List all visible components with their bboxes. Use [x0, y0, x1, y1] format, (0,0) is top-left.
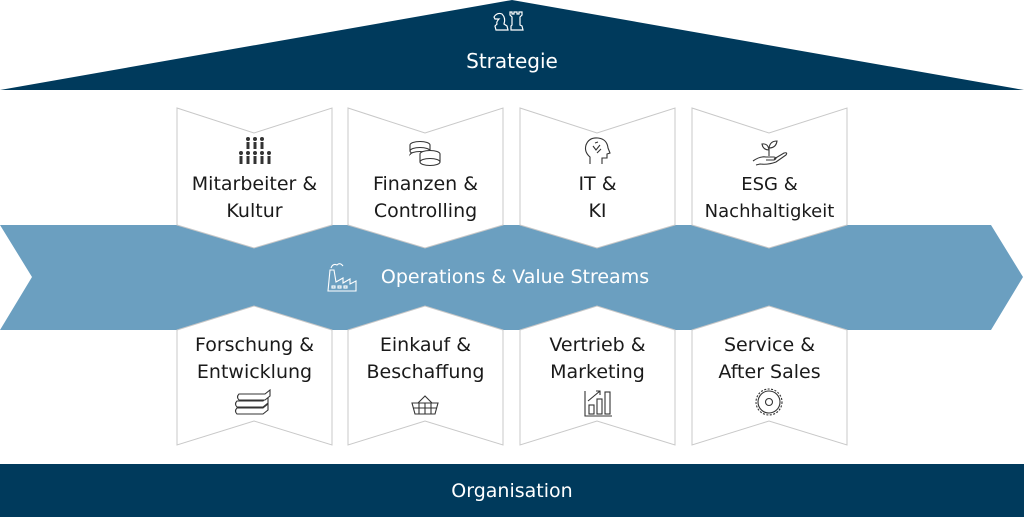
value-stream-arrow [0, 225, 1023, 330]
pillar-label-bottom-2[interactable]: Einkauf &Beschaffung [366, 334, 485, 383]
roof-label: Strategie [466, 49, 558, 73]
pillar-card-top-1[interactable] [176, 107, 333, 249]
pillar-card-bottom-1[interactable] [176, 305, 333, 446]
value-stream-label: Operations & Value Streams [380, 266, 650, 288]
foundation-label: Organisation [451, 480, 573, 502]
pillar-card-top-4[interactable] [691, 107, 848, 249]
pillar-label-bottom-1[interactable]: Forschung &Entwicklung [194, 334, 315, 383]
pillar-card-bottom-3[interactable] [519, 305, 676, 446]
pillar-label-top-3[interactable]: IT &KI [578, 173, 617, 222]
pillar-label-top-1[interactable]: Mitarbeiter &Kultur [191, 173, 318, 222]
growth-chart-icon [584, 390, 612, 417]
pillar-label-top-2[interactable]: Finanzen &Controlling [372, 173, 479, 222]
people-group-icon [239, 137, 271, 164]
roof-strategie [0, 0, 1024, 90]
pillar-card-top-2[interactable] [347, 107, 504, 249]
coins-icon [409, 140, 441, 167]
plant-hand-icon [752, 140, 788, 166]
gear-icon [755, 388, 783, 416]
pillar-label-bottom-3[interactable]: Vertrieb &Marketing [549, 334, 646, 383]
books-icon [234, 388, 271, 415]
factory-icon [327, 263, 357, 292]
pillar-label-bottom-4[interactable]: Service &After Sales [718, 334, 821, 383]
chess-icon [493, 11, 524, 31]
pillar-card-bottom-2[interactable] [347, 305, 504, 446]
pillar-card-top-3[interactable] [519, 107, 676, 249]
pillar-card-bottom-4[interactable] [691, 305, 848, 446]
ai-head-icon [584, 137, 611, 164]
pillar-label-top-4[interactable]: ESG &Nachhaltigkeit [704, 174, 835, 222]
basket-icon [411, 395, 439, 415]
foundation-organisation [0, 464, 1024, 517]
